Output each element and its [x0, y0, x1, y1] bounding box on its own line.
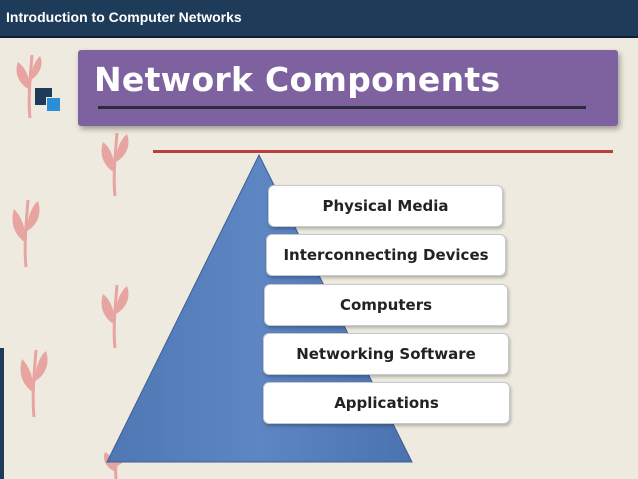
leaf-sprig-icon: [101, 132, 129, 197]
layer-label: Physical Media: [322, 197, 449, 215]
title-banner: [78, 50, 618, 126]
layer-label: Applications: [334, 394, 439, 412]
accent-rule: [153, 150, 613, 153]
pyramid-layer: Interconnecting Devices: [266, 234, 506, 276]
pyramid-layer: Computers: [264, 284, 508, 326]
title-bullet-square-blue: [46, 97, 61, 112]
slide-title: Network Components: [94, 60, 501, 99]
layer-label: Interconnecting Devices: [283, 246, 489, 264]
pyramid-layer: Physical Media: [268, 185, 503, 227]
title-underline: [98, 106, 586, 109]
layer-label: Computers: [339, 296, 433, 314]
pyramid-layer: Networking Software: [263, 333, 509, 375]
header-bar: Introduction to Computer Networks: [0, 0, 638, 38]
leaf-sprig-icon: [12, 199, 40, 268]
leaf-sprig-icon: [101, 284, 129, 349]
pyramid-layer: Applications: [263, 382, 510, 424]
presentation-title: Introduction to Computer Networks: [6, 9, 242, 25]
layer-label: Networking Software: [296, 345, 476, 363]
leaf-sprig-icon: [16, 54, 42, 119]
left-edge-bar: [0, 348, 4, 479]
leaf-sprig-icon: [20, 349, 48, 418]
